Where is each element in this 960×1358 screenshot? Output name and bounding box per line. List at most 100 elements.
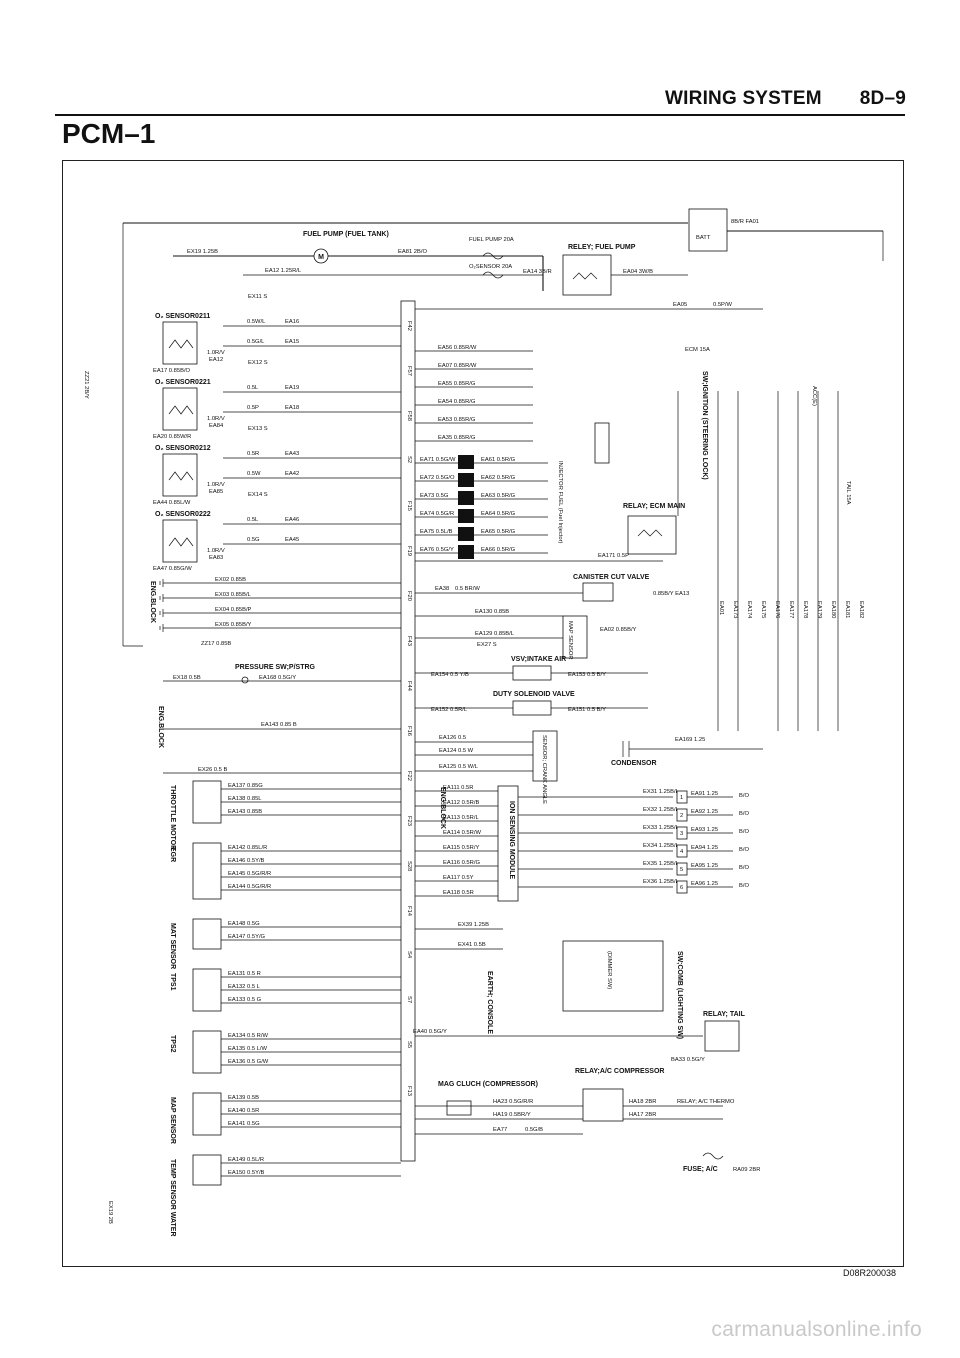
ground-icon	[159, 594, 164, 602]
pin-label: F15	[406, 501, 412, 511]
acc-label: ACC(E)	[811, 386, 817, 406]
shield-label: EX13 S	[248, 426, 268, 432]
crank-sensor-label: SENSOR; CRANK ANGLE	[541, 735, 547, 804]
eng-block-label-3: ENG.BLOCK	[439, 787, 446, 829]
shield-label: EX12 S	[248, 360, 268, 366]
injector-coil	[458, 509, 474, 523]
duty-valve-label: DUTY SOLENOID VALVE	[493, 691, 575, 698]
ground-wire-label: EX02 0.85B	[215, 577, 246, 583]
fa01-label: 8B/R FA01	[731, 219, 759, 225]
coil-ex-label: EX33 1.25B/L	[643, 825, 680, 831]
pin-label: S2	[406, 456, 412, 463]
right-column-label: EA176	[774, 601, 780, 618]
vsv-label: VSV;INTAKE AIR	[511, 656, 566, 663]
ground-wire: EX05 0.85B/Y	[159, 622, 401, 632]
ea154-label: EA154 0.5 Y/B	[431, 672, 469, 678]
lighting-switch	[562, 940, 664, 1012]
pressure-switch-label: PRESSURE SW;P/STRG	[235, 664, 316, 671]
coil-ea-label: EA93 1.25	[691, 827, 718, 833]
component-wire-label: EA150 0.5Y/B	[228, 1170, 265, 1176]
ground-wire-label: 1.0R/V	[207, 350, 225, 356]
ea151-label: EA151 0.5 B/Y	[568, 707, 606, 713]
eng-block-label: ENG.BLOCK	[149, 581, 156, 623]
tail15a-label: TAIL 15A	[845, 481, 851, 505]
component-wire-label: EA142 0.85L/R	[228, 845, 267, 851]
fuel-pump-fuse-icon	[482, 252, 504, 260]
ea12-label: EA12 1.25R/L	[265, 268, 302, 274]
pin-label: F19	[406, 546, 412, 556]
o2-sensor-label: O₂ SENSOR0222	[155, 511, 211, 518]
injector-number: #3	[461, 497, 468, 503]
wire-label: 0.5W	[247, 471, 261, 477]
diagram-frame: EX19 1.25B M FUEL PUMP (FUEL TANK) EA81 …	[62, 160, 904, 1267]
ea152-label: EA152 0.5R/L	[431, 707, 468, 713]
wire-id-label: EA43	[285, 451, 299, 457]
ion-module-label: ION SENSING MODULE	[508, 801, 515, 880]
ecm-wire-label: EA53 0.85R/G	[438, 417, 476, 423]
ground-wire-label: EX05 0.85B/Y	[215, 622, 252, 628]
pin-label: F22	[406, 771, 412, 781]
right-column-label: EA181	[844, 601, 850, 618]
component-wire-label: EA133 0.5 G	[228, 997, 262, 1003]
component-label: TPS2	[169, 1035, 176, 1053]
ground-icon	[159, 609, 164, 617]
header-rule	[55, 114, 905, 116]
injector-wire-label: EA76 0.5G/Y	[420, 547, 454, 553]
o2-sensor-label: O₂ SENSOR0212	[155, 445, 211, 452]
tail-relay-label: RELAY; TAIL	[703, 1011, 746, 1018]
duty-solenoid-valve	[512, 700, 552, 716]
injector: EA73 0.5G #3 EA63 0.5R/G	[415, 491, 548, 505]
ex26-label: EX26 0.5 B	[198, 767, 227, 773]
page-number: 8D–9	[859, 88, 906, 109]
pin-label: F44	[406, 681, 412, 692]
coil-number: 4	[680, 849, 684, 855]
injector-number: #5	[461, 533, 468, 539]
shield-label: EX14 S	[248, 492, 268, 498]
wire-id-label: EA45	[285, 537, 299, 543]
injector-out-label: EA66 0.5R/G	[481, 547, 516, 553]
injector-number: #6	[461, 551, 468, 557]
component-wire-label: EA132 0.5 L	[228, 984, 261, 990]
ea171-label: EA171 0.5P	[598, 553, 629, 559]
coil-color-label: B/O	[739, 847, 749, 853]
coil-number: 2	[680, 813, 683, 819]
component-wire-label: EA149 0.5L/R	[228, 1157, 264, 1163]
ex39-label: EX39 1.25B	[458, 922, 489, 928]
lower-wire-label: EA47 0.85G/W	[153, 566, 192, 572]
fuel-pump-label: FUEL PUMP (FUEL TANK)	[303, 231, 389, 238]
ex19-label: EX19 1.25B	[187, 249, 218, 255]
wire-label: 0.5W/L	[247, 319, 266, 325]
injector-out-label: EA65 0.5R/G	[481, 529, 516, 535]
wire-id-label: EA16	[285, 319, 299, 325]
section-title: WIRING SYSTEM	[665, 88, 822, 109]
ea05-wire-label: 0.5P/W	[713, 302, 733, 308]
battery	[688, 208, 728, 252]
ra09-label: RA09 2BR	[733, 1167, 760, 1173]
ground-id-label: EA12	[209, 357, 223, 363]
ion-wire-label: EA112 0.5R/B	[443, 800, 479, 806]
wiring-diagram: EX19 1.25B M FUEL PUMP (FUEL TANK) EA81 …	[83, 208, 884, 1237]
wire-label: 0.5R	[247, 451, 259, 457]
injector-coil	[458, 527, 474, 541]
fuel-pump-motor-icon	[313, 248, 329, 264]
pin-label: F58	[406, 411, 412, 421]
ea77-label: EA77	[493, 1127, 507, 1133]
component-wire-label: EA146 0.5Y/B	[228, 858, 265, 864]
coil-ea-label: EA92 1.25	[691, 809, 718, 815]
component-label: MAT SENSOR	[169, 923, 176, 969]
injector-out-label: EA63 0.5R/G	[481, 493, 516, 499]
heater-icon	[168, 405, 194, 415]
ea13-label: 0.85B/Y EA13	[653, 591, 689, 597]
ground-id-label: EA85	[209, 489, 223, 495]
component-box	[192, 842, 222, 900]
fuel-pump-relay	[562, 254, 612, 296]
injector-wire-label: EA73 0.5G	[420, 493, 449, 499]
component-wire-label: EA145 0.5G/R/R	[228, 871, 271, 877]
fuel-pump-fuse-label: FUEL PUMP 20A	[469, 237, 514, 243]
canister-valve	[582, 582, 614, 602]
